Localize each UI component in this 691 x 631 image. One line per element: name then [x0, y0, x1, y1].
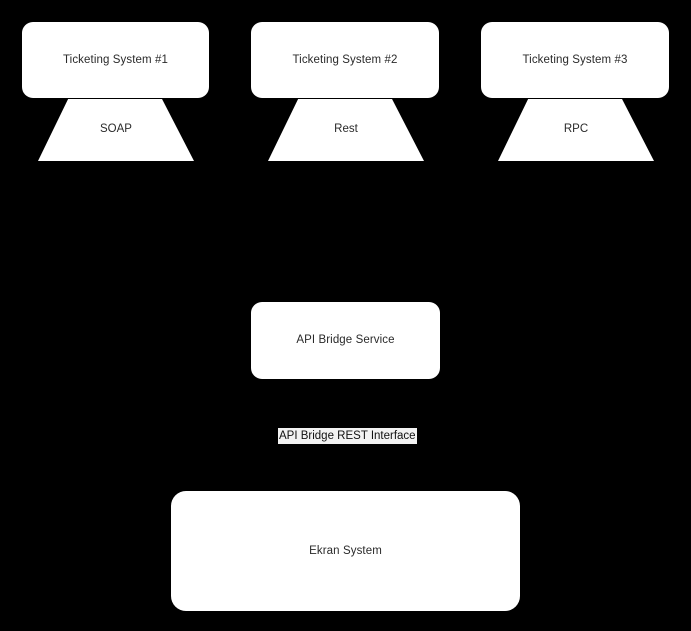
node-label-ekran-system: Ekran System — [309, 544, 382, 557]
interface-trapezoid-rpc[interactable]: RPC — [498, 99, 654, 161]
node-ticketing-system-2[interactable]: Ticketing System #2 — [251, 22, 439, 98]
interface-label-rpc: RPC — [563, 122, 589, 135]
interface-label-soap: SOAP — [100, 122, 132, 135]
node-ticketing-system-1[interactable]: Ticketing System #1 — [22, 22, 209, 98]
interface-trapezoid-rest[interactable]: Rest — [268, 99, 424, 161]
node-label-ticketing-system-2: Ticketing System #2 — [292, 53, 398, 66]
node-ekran-system[interactable]: Ekran System — [171, 491, 520, 611]
node-ticketing-system-3[interactable]: Ticketing System #3 — [481, 22, 669, 98]
node-api-bridge-service[interactable]: API Bridge Service — [251, 302, 440, 379]
interface-trapezoid-soap[interactable]: SOAP — [38, 99, 194, 161]
node-label-api-bridge-service: API Bridge Service — [296, 334, 395, 347]
edge-label-api-bridge-rest-interface[interactable]: API Bridge REST Interface — [278, 428, 417, 444]
interface-label-rest: Rest — [334, 122, 358, 135]
node-label-ticketing-system-3: Ticketing System #3 — [522, 53, 628, 66]
node-label-ticketing-system-1: Ticketing System #1 — [62, 53, 168, 66]
